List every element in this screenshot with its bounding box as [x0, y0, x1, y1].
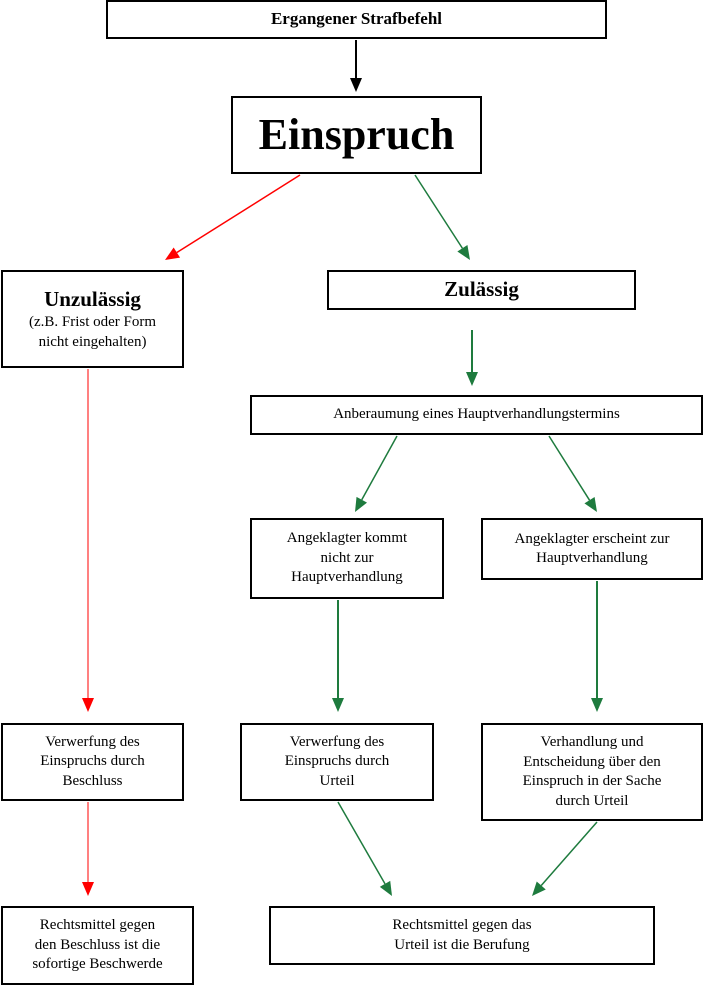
- node-text: Anberaumung eines Hauptverhandlungstermi…: [333, 406, 620, 423]
- node-text: sofortige Beschwerde: [32, 956, 163, 973]
- node-text: Ergangener Strafbefehl: [270, 9, 443, 29]
- node-berufung: Rechtsmittel gegen das Urteil ist die Be…: [269, 906, 655, 965]
- node-ergangener-strafbefehl: Ergangener Strafbefehl: [106, 0, 607, 39]
- node-angeklagter-kommt-nicht: Angeklagter kommt nicht zur Hauptverhand…: [250, 518, 444, 599]
- node-text: den Beschluss ist die: [34, 936, 161, 953]
- arrowhead-icon: [355, 496, 368, 512]
- node-text: nicht zur: [320, 549, 374, 566]
- node-text: Hauptverhandlung: [291, 569, 403, 586]
- edge-line: [337, 801, 386, 885]
- edge-line: [176, 174, 301, 254]
- node-text: Urteil: [319, 772, 355, 789]
- arrowhead-icon: [165, 247, 181, 260]
- node-verhandlung-entscheidung: Verhandlung und Entscheidung über den Ei…: [481, 723, 703, 821]
- node-text: Verhandlung und: [540, 734, 644, 750]
- node-text: Urteil ist die Berufung: [394, 936, 530, 953]
- node-text: Einspruchs durch: [284, 753, 390, 770]
- arrowhead-icon: [350, 78, 362, 92]
- node-text: Entscheidung über den: [523, 753, 661, 770]
- edge-line: [361, 435, 398, 501]
- node-text: Einspruchs durch: [40, 753, 145, 770]
- node-text: Rechtsmittel gegen das: [392, 917, 532, 933]
- node-text: Einspruch in der Sache: [522, 773, 662, 789]
- arrowhead-icon: [82, 882, 94, 896]
- edge-anberaumung-to-nicht_erschienen: [355, 435, 398, 512]
- node-verwerfung-beschluss: Verwerfung des Einspruchs durch Beschlus…: [1, 723, 184, 801]
- arrowhead-icon: [379, 880, 392, 896]
- edge-nicht_erschienen-to-verwerfung_urteil: [332, 600, 344, 712]
- node-title: Unzulässig: [44, 286, 141, 311]
- node-text: nicht eingehalten): [38, 333, 147, 350]
- edge-verwerfung_beschluss-to-beschwerde: [82, 802, 94, 896]
- edge-line: [414, 174, 464, 249]
- arrowhead-icon: [82, 698, 94, 712]
- node-zulaessig: Zulässig: [327, 270, 636, 310]
- edge-zulaessig-to-anberaumung: [466, 330, 478, 386]
- arrowhead-icon: [466, 372, 478, 386]
- arrowhead-icon: [457, 244, 470, 260]
- edge-line: [540, 821, 598, 886]
- edge-erscheint-to-verhandlung: [591, 581, 603, 712]
- arrowhead-icon: [584, 496, 597, 512]
- node-text: (z.B. Frist oder Form: [28, 314, 157, 331]
- node-angeklagter-erscheint: Angeklagter erscheint zur Hauptverhandlu…: [481, 518, 703, 580]
- edge-verwerfung_urteil-to-berufung: [337, 801, 392, 896]
- node-text: Angeklagter erscheint zur: [514, 530, 670, 547]
- arrowhead-icon: [591, 698, 603, 712]
- arrowhead-icon: [532, 881, 546, 896]
- node-text: Rechtsmittel gegen: [39, 917, 156, 934]
- edge-verhandlung-to-berufung: [532, 821, 598, 896]
- node-text: Verwerfung des: [289, 733, 385, 750]
- node-einspruch: Einspruch: [231, 96, 482, 174]
- node-unzulaessig: Unzulässig (z.B. Frist oder Form nicht e…: [1, 270, 184, 368]
- edge-line: [548, 435, 591, 501]
- edge-start-to-einspruch: [350, 40, 362, 92]
- node-text: Beschluss: [62, 772, 123, 789]
- node-text: Angeklagter kommt: [286, 530, 408, 547]
- edge-einspruch-to-unzulaessig: [165, 174, 301, 260]
- node-anberaumung: Anberaumung eines Hauptverhandlungstermi…: [250, 395, 703, 435]
- edge-anberaumung-to-erscheint: [548, 435, 597, 512]
- node-sofortige-beschwerde: Rechtsmittel gegen den Beschluss ist die…: [1, 906, 194, 985]
- edge-unzulaessig-to-verwerfung_beschluss: [82, 369, 94, 712]
- node-text: Zulässig: [444, 277, 519, 302]
- node-text: Einspruch: [258, 110, 455, 159]
- edge-einspruch-to-zulaessig: [414, 174, 470, 260]
- arrowhead-icon: [332, 698, 344, 712]
- node-text: Verwerfung des: [45, 733, 140, 750]
- node-text: Hauptverhandlung: [536, 550, 648, 566]
- node-verwerfung-urteil: Verwerfung des Einspruchs durch Urteil: [240, 723, 434, 801]
- node-text: durch Urteil: [555, 792, 629, 809]
